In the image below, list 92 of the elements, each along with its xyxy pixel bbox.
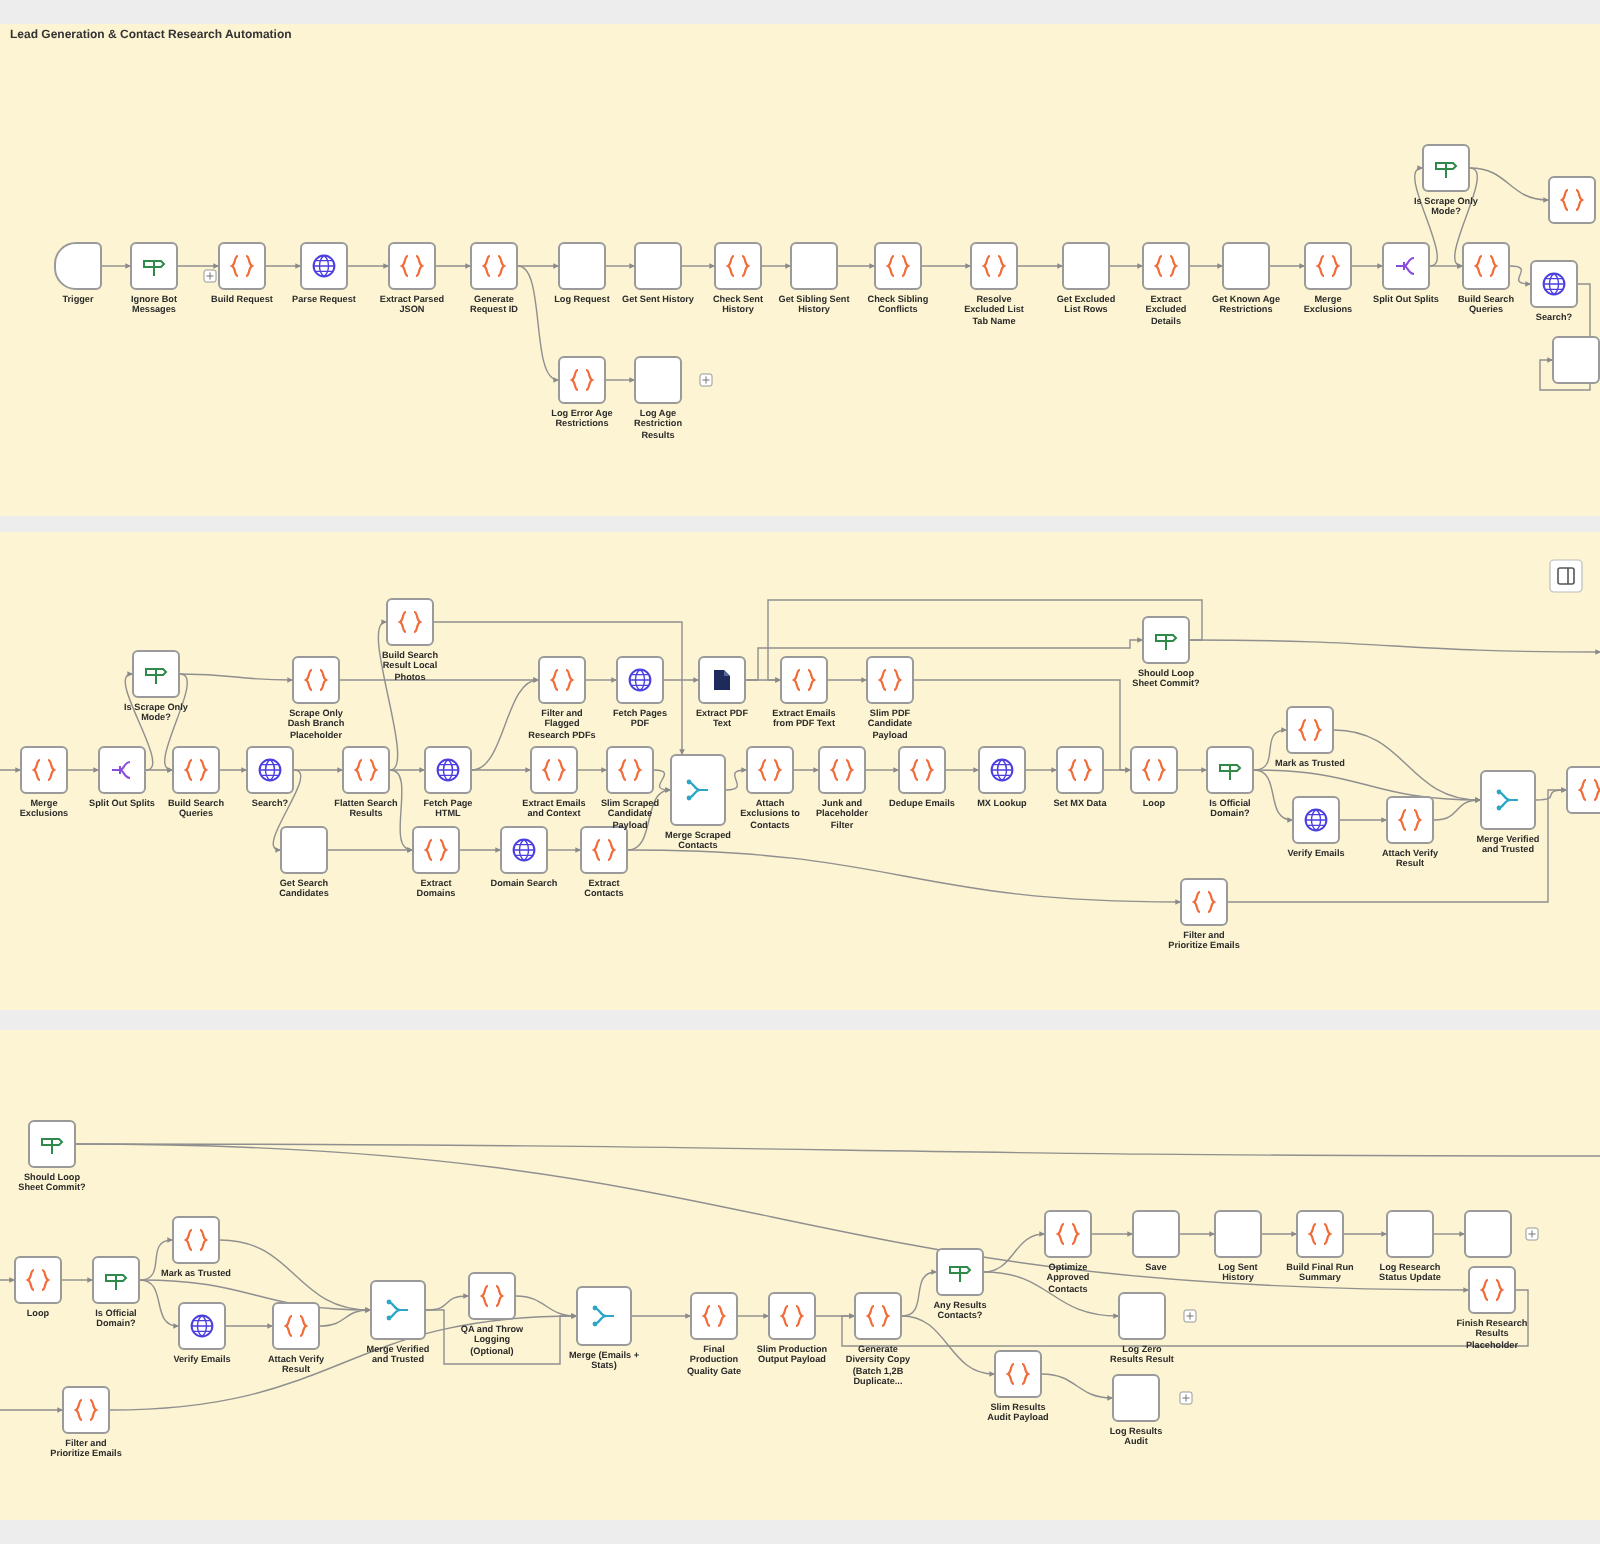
connector bbox=[1429, 263, 1463, 269]
connector bbox=[1025, 767, 1057, 773]
workflow-node bbox=[1464, 1210, 1512, 1258]
workflow-node bbox=[1566, 766, 1600, 814]
connector bbox=[1041, 1373, 1113, 1401]
connector bbox=[1091, 1231, 1133, 1237]
connector bbox=[793, 767, 819, 773]
connector bbox=[605, 263, 635, 269]
connector bbox=[1539, 283, 1591, 391]
connector bbox=[1469, 167, 1549, 203]
connector bbox=[725, 767, 747, 791]
connector bbox=[585, 677, 617, 683]
connector bbox=[145, 767, 173, 773]
connector bbox=[219, 1239, 371, 1313]
connector bbox=[319, 1307, 371, 1327]
connector bbox=[663, 677, 699, 683]
connector bbox=[327, 847, 413, 853]
connector bbox=[945, 767, 979, 773]
connector bbox=[389, 769, 413, 852]
connector bbox=[1253, 727, 1287, 771]
connector bbox=[471, 678, 539, 771]
connector bbox=[389, 767, 425, 773]
connector bbox=[339, 677, 539, 683]
connector bbox=[61, 1277, 93, 1283]
connector bbox=[627, 849, 1181, 905]
connector bbox=[1103, 767, 1131, 773]
connector bbox=[901, 1315, 995, 1377]
connector bbox=[265, 263, 301, 269]
connector bbox=[459, 847, 501, 853]
connector bbox=[517, 265, 559, 382]
connector bbox=[225, 1323, 273, 1329]
connector bbox=[767, 599, 1203, 683]
connector bbox=[435, 263, 471, 269]
connector bbox=[433, 621, 685, 755]
connector bbox=[219, 767, 247, 773]
workflow-node bbox=[1552, 336, 1600, 384]
connector bbox=[1227, 787, 1567, 903]
connector bbox=[841, 1289, 1529, 1347]
connector bbox=[0, 1407, 63, 1413]
connector bbox=[605, 377, 635, 383]
connector bbox=[1253, 769, 1293, 822]
connector bbox=[164, 673, 188, 772]
connector bbox=[901, 1269, 937, 1317]
connector bbox=[179, 673, 293, 683]
connector bbox=[517, 263, 559, 269]
connector bbox=[75, 1143, 1600, 1157]
connector bbox=[109, 1313, 577, 1411]
connector bbox=[1414, 167, 1438, 267]
connector bbox=[921, 263, 971, 269]
connector bbox=[67, 767, 99, 773]
connector bbox=[983, 1271, 1119, 1319]
connector bbox=[1109, 263, 1143, 269]
connector bbox=[272, 769, 302, 852]
connector bbox=[293, 767, 343, 773]
connector bbox=[1454, 167, 1478, 267]
connector bbox=[1261, 1231, 1297, 1237]
connector bbox=[347, 263, 389, 269]
connector bbox=[139, 1279, 179, 1329]
connector bbox=[471, 767, 531, 773]
connector bbox=[1433, 1231, 1465, 1237]
connector bbox=[1269, 263, 1305, 269]
connector bbox=[101, 263, 131, 269]
connector bbox=[0, 767, 21, 773]
workflow-node bbox=[1548, 176, 1596, 224]
connector bbox=[1179, 1231, 1215, 1237]
connector bbox=[547, 847, 581, 853]
connector bbox=[377, 621, 399, 771]
connector bbox=[1351, 263, 1383, 269]
connector bbox=[1177, 767, 1207, 773]
connector bbox=[627, 788, 671, 851]
connector bbox=[1189, 263, 1223, 269]
connector bbox=[577, 767, 607, 773]
connector bbox=[177, 263, 219, 269]
connector bbox=[681, 263, 715, 269]
connector bbox=[1509, 265, 1531, 287]
connector bbox=[837, 263, 875, 269]
connector bbox=[1433, 797, 1481, 821]
connector bbox=[1339, 817, 1387, 823]
connector bbox=[139, 1237, 173, 1281]
connector bbox=[631, 1313, 691, 1319]
connector bbox=[653, 769, 671, 793]
connector bbox=[1343, 1231, 1387, 1237]
connector bbox=[124, 673, 154, 771]
connector bbox=[827, 677, 867, 683]
connector bbox=[865, 767, 899, 773]
connector bbox=[745, 637, 1143, 681]
connector bbox=[1333, 729, 1481, 803]
connector bbox=[0, 1277, 15, 1283]
connector bbox=[1017, 263, 1063, 269]
connector bbox=[761, 263, 791, 269]
connector bbox=[737, 1313, 769, 1319]
connector bbox=[1189, 639, 1600, 655]
